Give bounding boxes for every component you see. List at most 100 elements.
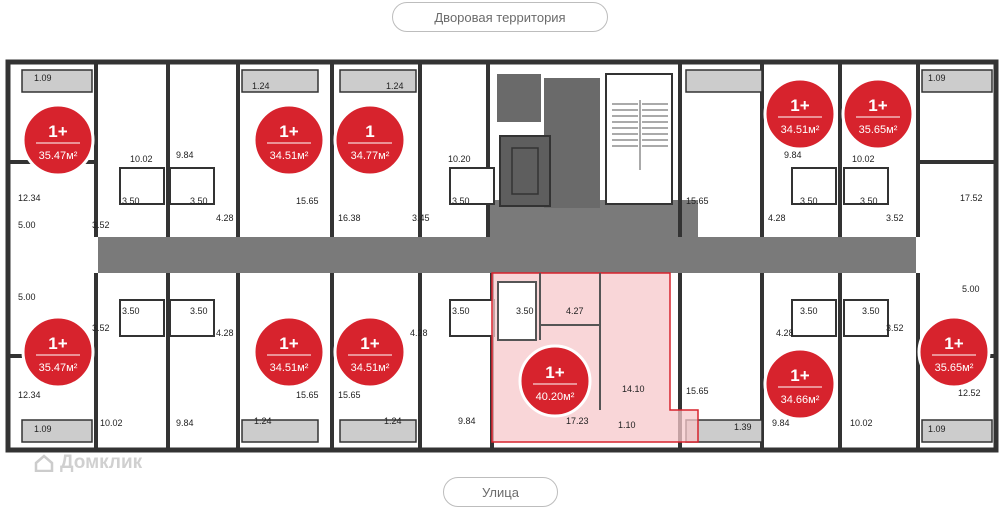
dim-label: 4.28	[216, 213, 234, 223]
courtyard-label: Дворовая территория	[392, 2, 608, 32]
apartment-badge[interactable]: 1+ 34.51м²	[333, 315, 407, 389]
svg-text:1+: 1+	[790, 366, 809, 385]
svg-text:34.51м²: 34.51м²	[270, 150, 309, 162]
dim-label: 10.02	[852, 154, 875, 164]
dim-label: 3.50	[452, 306, 470, 316]
dim-label: 10.02	[850, 418, 873, 428]
dim-label: 1.39	[734, 422, 752, 432]
svg-text:34.51м²: 34.51м²	[351, 362, 390, 374]
svg-text:35.47м²: 35.47м²	[39, 150, 78, 162]
dim-label: 9.84	[784, 150, 802, 160]
dim-label: 1.10	[618, 420, 636, 430]
dim-label: 3.50	[862, 306, 880, 316]
elevator-core	[497, 74, 600, 208]
dim-label: 10.02	[100, 418, 123, 428]
dim-label: 5.00	[18, 292, 36, 302]
dim-label: 3.45	[412, 213, 430, 223]
dim-label: 12.52	[958, 388, 981, 398]
svg-text:1+: 1+	[279, 122, 298, 141]
dim-label: 1.24	[386, 81, 404, 91]
dim-label: 9.84	[772, 418, 790, 428]
dim-label: 4.28	[776, 328, 794, 338]
bathrooms	[119, 167, 889, 337]
dim-label: 9.84	[458, 416, 476, 426]
svg-text:1+: 1+	[868, 96, 887, 115]
dimension-labels: 1.09 10.02 12.34 5.00 3.52 3.50 9.84 3.5…	[18, 73, 983, 434]
dim-label: 17.52	[960, 193, 983, 203]
dim-label: 5.00	[18, 220, 36, 230]
dim-label: 15.65	[296, 196, 319, 206]
dim-label: 3.50	[190, 196, 208, 206]
dim-label: 1.09	[34, 73, 52, 83]
apartment-badge[interactable]: 1+35.47м²	[21, 315, 95, 389]
svg-text:35.65м²: 35.65м²	[935, 362, 974, 374]
svg-text:1+: 1+	[944, 334, 963, 353]
svg-text:1+: 1+	[790, 96, 809, 115]
dim-label: 3.50	[190, 306, 208, 316]
dim-label: 3.52	[886, 323, 904, 333]
apartment-badge[interactable]: 1+ 34.51м²	[763, 77, 837, 151]
dim-label: 5.00	[962, 284, 980, 294]
dim-label: 3.50	[452, 196, 470, 206]
dim-label: 3.50	[516, 306, 534, 316]
svg-text:34.51м²: 34.51м²	[270, 362, 309, 374]
watermark-logo: Домклик	[34, 452, 142, 474]
dim-label: 3.50	[800, 196, 818, 206]
dim-label: 1.09	[34, 424, 52, 434]
apartment-badge[interactable]: 1 34.77м²	[333, 103, 407, 177]
dim-label: 12.34	[18, 390, 41, 400]
svg-text:1+: 1+	[360, 334, 379, 353]
house-icon	[34, 454, 54, 472]
svg-text:35.65м²: 35.65м²	[859, 124, 898, 136]
svg-text:1+: 1+	[48, 334, 67, 353]
street-label: Улица	[443, 477, 558, 507]
apartment-badges: 1+ 35.47м² 1+ 34.51м² 1 34.77м² 1+ 34.51м² 1…	[21, 77, 991, 421]
balconies	[21, 69, 993, 443]
corridor	[98, 237, 916, 273]
apartment-badge[interactable]: 1+ 35.47м²	[21, 103, 95, 177]
dim-label: 15.65	[686, 196, 709, 206]
apartment-badge[interactable]: 1+ 35.65м²	[841, 77, 915, 151]
dim-label: 3.50	[800, 306, 818, 316]
dim-label: 9.84	[176, 418, 194, 428]
dim-label: 4.27	[566, 306, 584, 316]
dim-label: 4.28	[410, 328, 428, 338]
dim-label: 4.28	[216, 328, 234, 338]
svg-text:34.66м²: 34.66м²	[781, 394, 820, 406]
dim-label: 4.28	[768, 213, 786, 223]
dim-label: 14.10	[622, 384, 645, 394]
svg-text:40.20м²: 40.20м²	[536, 391, 575, 403]
dim-label: 10.20	[448, 154, 471, 164]
svg-text:1: 1	[365, 122, 374, 141]
dim-label: 12.34	[18, 193, 41, 203]
dim-label: 3.50	[122, 306, 140, 316]
dim-label: 3.50	[122, 196, 140, 206]
dim-label: 16.38	[338, 213, 361, 223]
svg-text:1+: 1+	[48, 122, 67, 141]
dim-label: 9.84	[176, 150, 194, 160]
dim-label: 1.24	[254, 416, 272, 426]
watermark-text: Домклик	[60, 452, 143, 473]
dim-label: 3.52	[92, 220, 110, 230]
apartment-badge-selected[interactable]: 1+ 40.20м²	[518, 344, 592, 418]
dim-label: 3.52	[92, 323, 110, 333]
dim-label: 17.23	[566, 416, 589, 426]
dim-label: 1.24	[252, 81, 270, 91]
dim-label: 15.65	[686, 386, 709, 396]
dim-label: 1.09	[928, 424, 946, 434]
stairs	[605, 73, 673, 205]
apartment-badge[interactable]: 1+ 34.66м²	[763, 347, 837, 421]
dim-label: 3.52	[886, 213, 904, 223]
dim-label: 3.50	[860, 196, 878, 206]
apartment-badge[interactable]: 1+ 34.51м²	[252, 103, 326, 177]
apartment-badge[interactable]: 1+ 34.51м²	[252, 315, 326, 389]
svg-text:34.51м²: 34.51м²	[781, 124, 820, 136]
dim-label: 15.65	[296, 390, 319, 400]
apartment-badge[interactable]: 1+ 35.65м²	[917, 315, 991, 389]
dim-label: 1.09	[928, 73, 946, 83]
selected-apartment-walls	[497, 273, 601, 410]
dim-label: 15.65	[338, 390, 361, 400]
svg-text:34.77м²: 34.77м²	[351, 150, 390, 162]
svg-text:1+: 1+	[545, 363, 564, 382]
svg-text:1+: 1+	[279, 334, 298, 353]
